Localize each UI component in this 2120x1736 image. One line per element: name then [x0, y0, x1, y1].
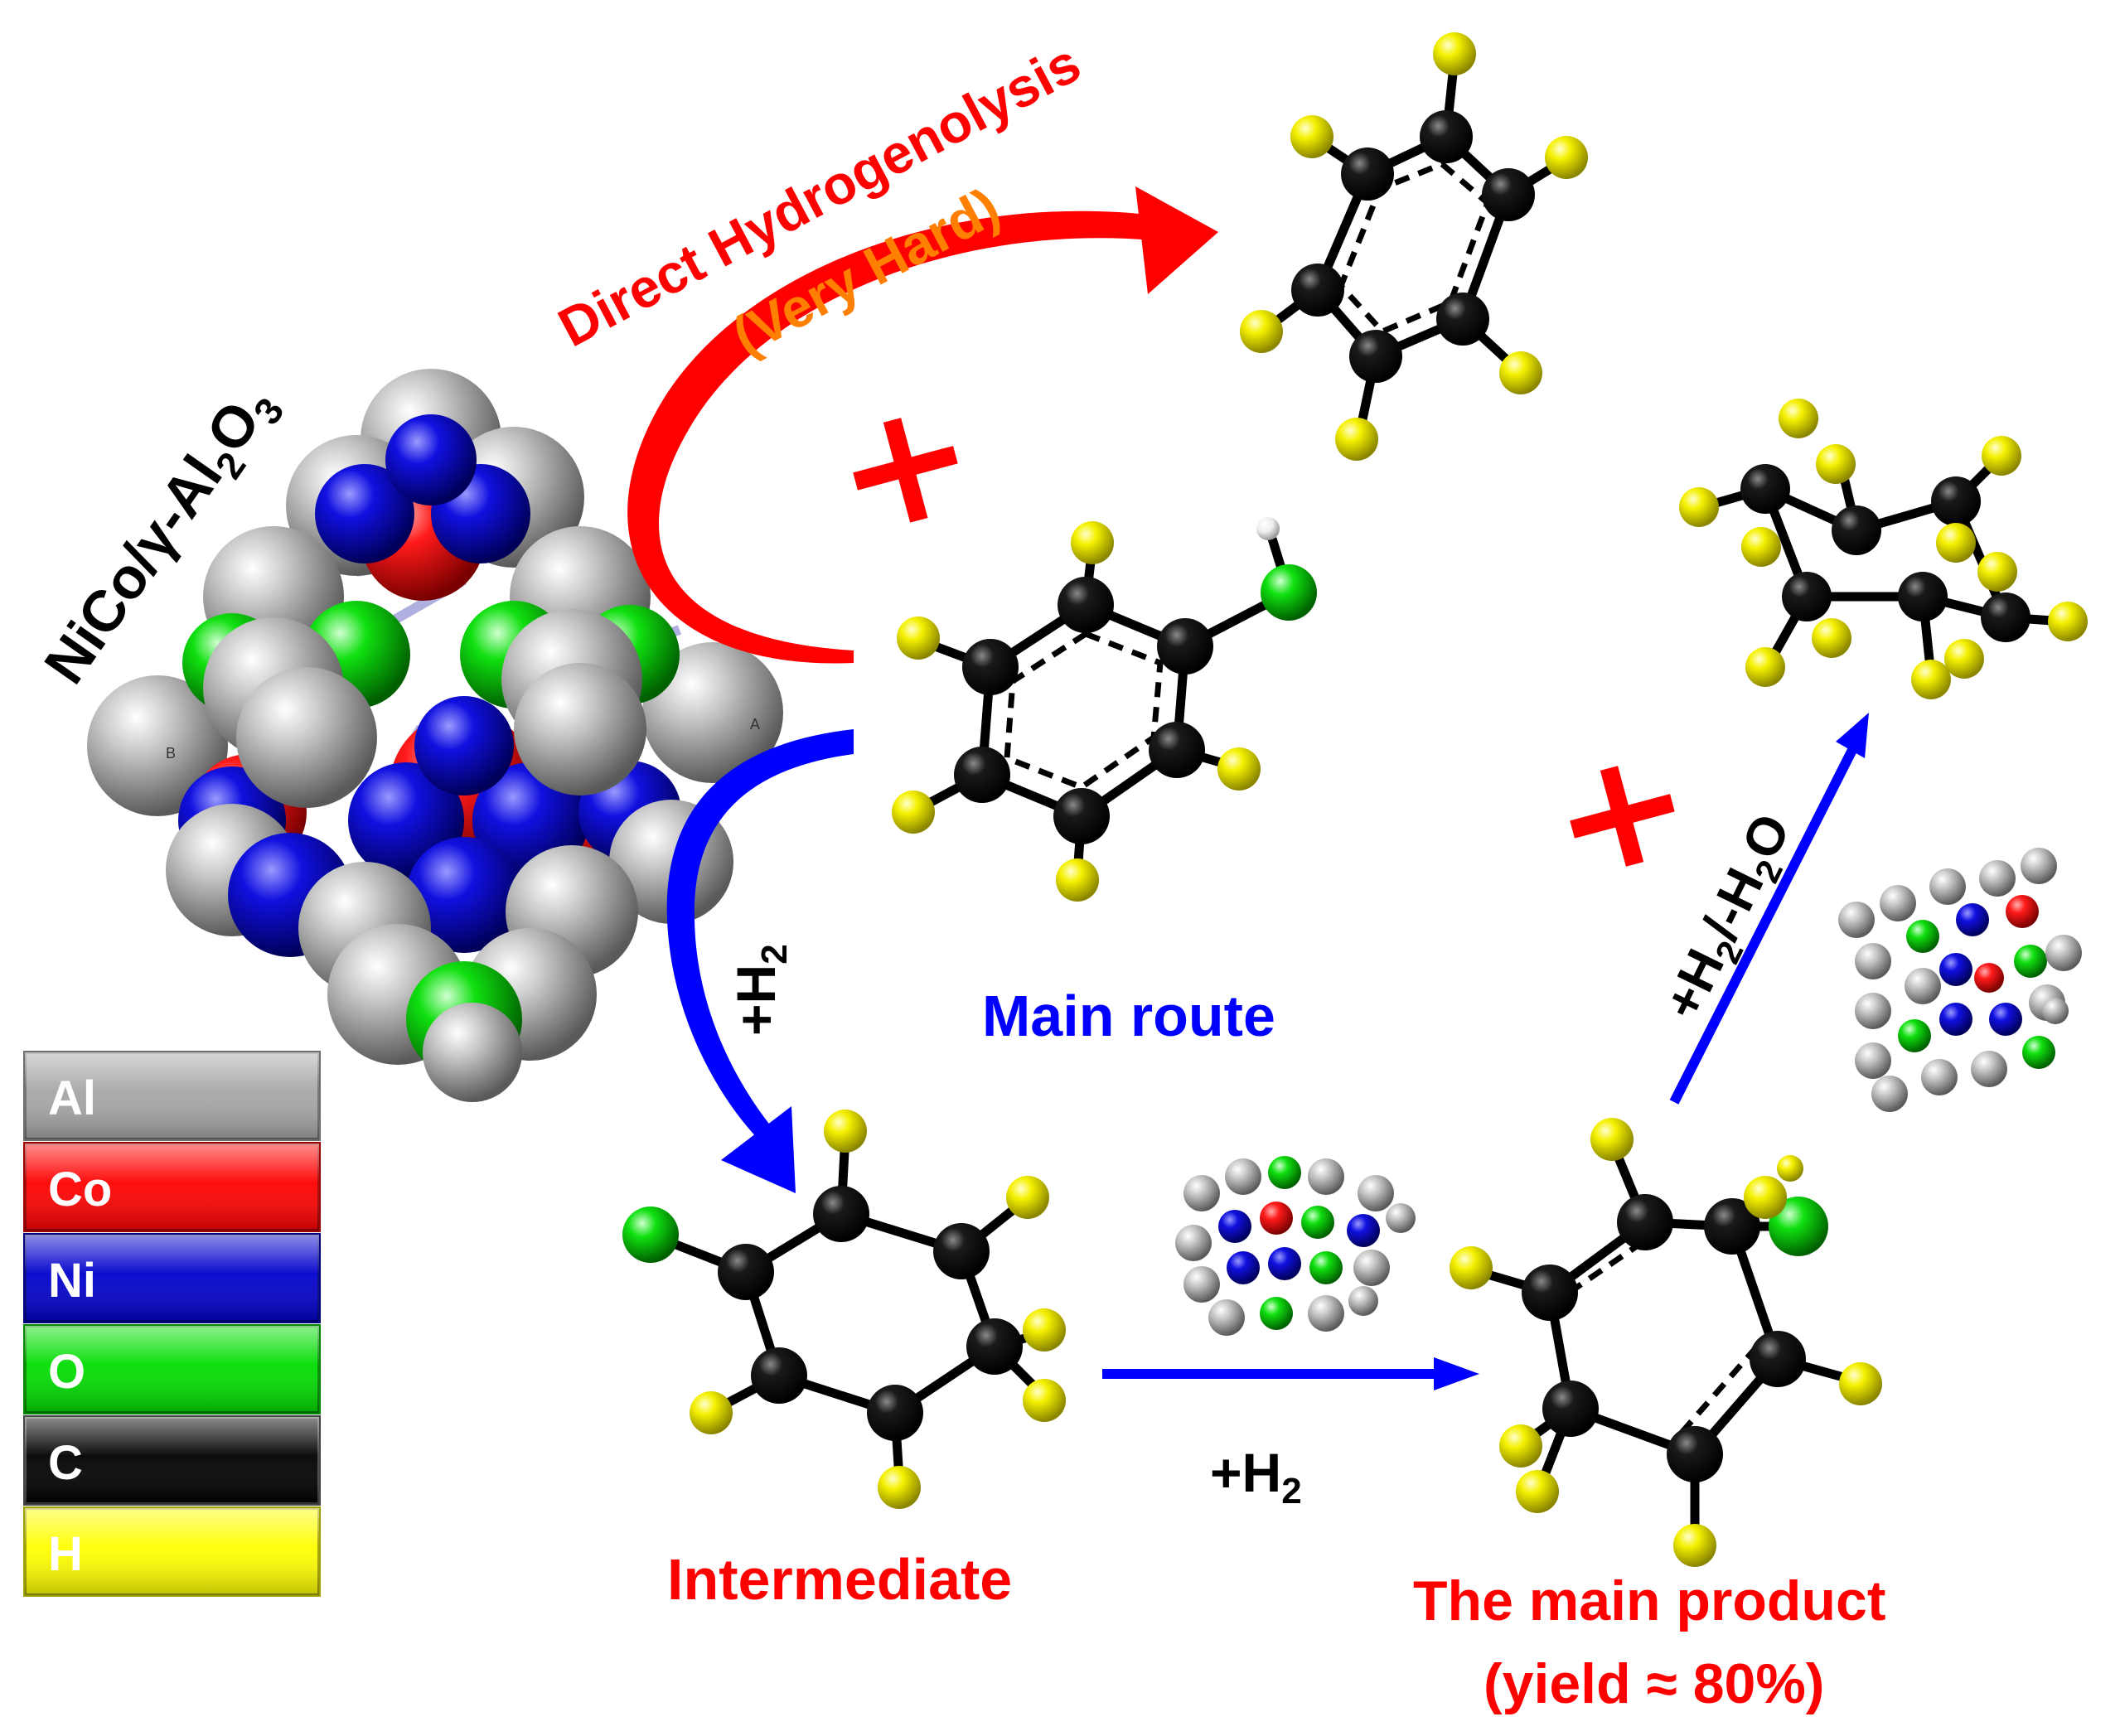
legend-item-ni: Ni	[23, 1233, 321, 1323]
cyclohexane-molecule	[1679, 399, 2088, 699]
legend-label-ni: Ni	[48, 1254, 96, 1308]
reagent-left-label: +H2	[725, 944, 795, 1036]
intermediate-label: Intermediate	[667, 1547, 1012, 1612]
yield-label: (yield ≈ 80%)	[1484, 1652, 1824, 1715]
legend-item-co: Co	[23, 1142, 321, 1232]
legend-label-co: Co	[48, 1163, 112, 1216]
legend-label-o: O	[48, 1345, 85, 1399]
legend-item-al: Al	[23, 1051, 321, 1141]
main-product-molecule	[1450, 1118, 1882, 1567]
blocked-mark-top	[853, 418, 958, 523]
intermediate-to-product-arrow	[1102, 1357, 1479, 1390]
main-route-arrow	[666, 729, 854, 1193]
legend-label-al: Al	[48, 1071, 96, 1125]
intermediate-molecule	[622, 1110, 1066, 1509]
blocked-mark-right	[1570, 766, 1675, 867]
cluster-tag-a: A	[750, 716, 760, 733]
benzene-molecule	[1240, 32, 1588, 461]
phenol-molecule	[892, 517, 1317, 902]
legend-item-h: H	[23, 1506, 321, 1597]
reagent-bottom-label: +H2	[1210, 1442, 1302, 1511]
legend-label-h: H	[48, 1527, 83, 1581]
legend-item-o: O	[23, 1324, 321, 1414]
catalyst-cluster-small-right	[1838, 848, 2082, 1112]
catalyst-cluster-large: B A	[87, 369, 783, 1102]
legend-item-c: C	[23, 1415, 321, 1506]
cluster-tag-b: B	[166, 745, 176, 762]
element-legend: Al Co Ni O C H	[23, 1051, 321, 1597]
main-route-label: Main route	[982, 984, 1275, 1048]
direct-hydrogenolysis-arrow	[627, 186, 1218, 664]
reagent-right-label: +H2/-H2O	[1652, 805, 1808, 1032]
product-to-alkane-arrow	[1669, 713, 1869, 1105]
main-product-label: The main product	[1413, 1569, 1885, 1632]
legend-label-c: C	[48, 1436, 83, 1490]
catalyst-cluster-small-bottom	[1175, 1156, 1416, 1336]
